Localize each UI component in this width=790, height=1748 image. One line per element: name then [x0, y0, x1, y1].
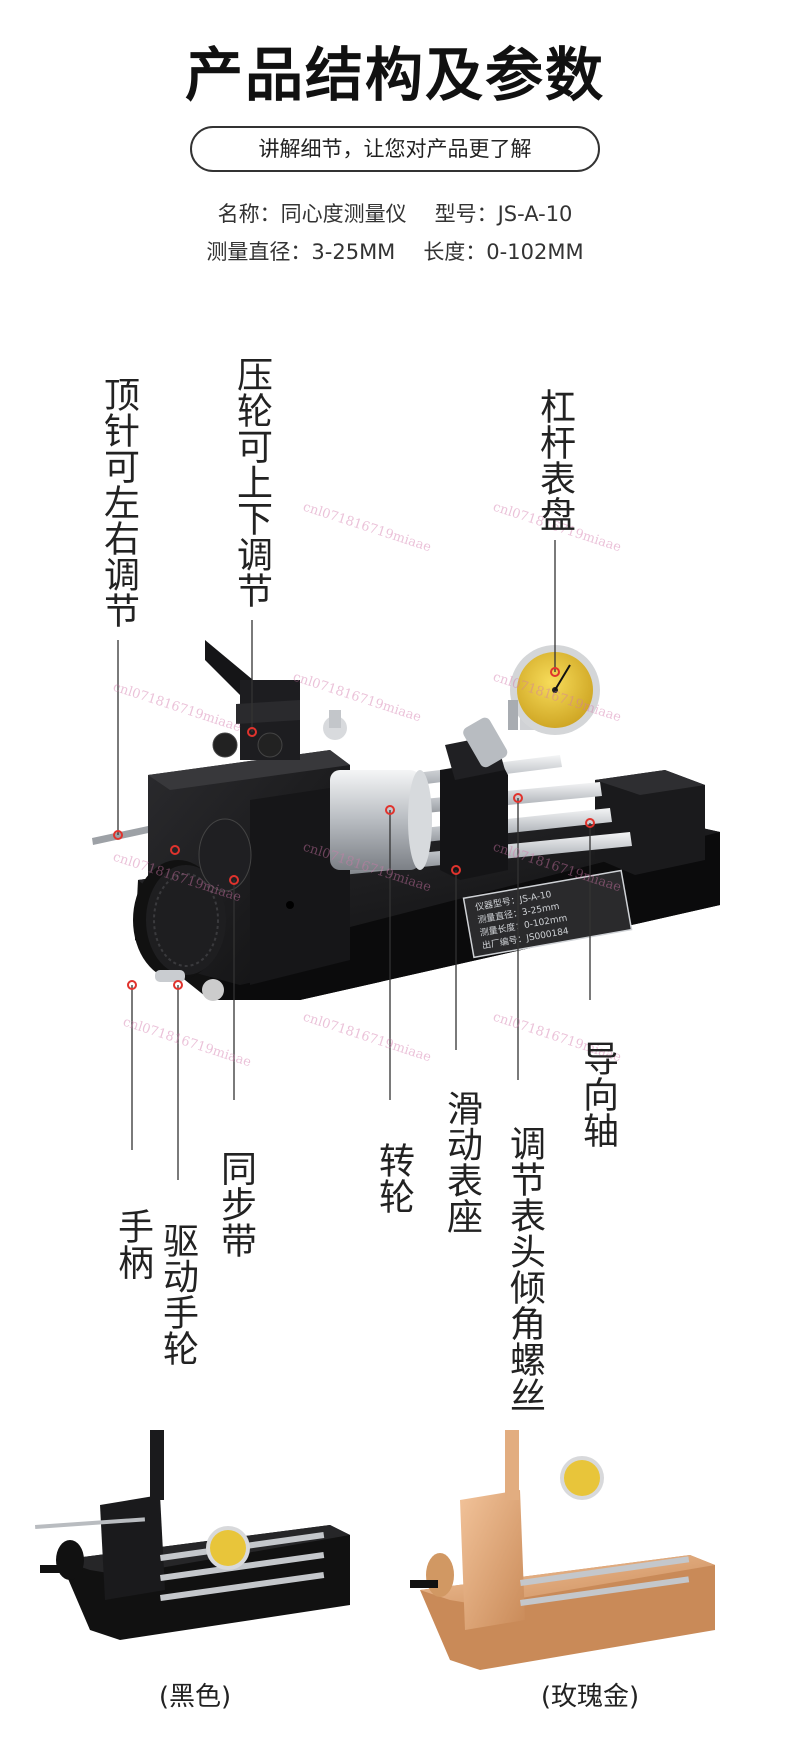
dial-gauge	[463, 645, 600, 768]
press-wheel-bracket	[205, 640, 347, 760]
marker-belt-wheel	[170, 845, 180, 855]
spec-line-2: 测量直径：3-25MM 长度：0-102MM	[0, 236, 790, 266]
marker-runner	[385, 805, 395, 815]
marker-slide-seat	[451, 865, 461, 875]
label-press-wheel: 压轮可上下调节	[231, 356, 272, 608]
spec-line-1: 名称：同心度测量仪 型号：JS-A-10	[0, 198, 790, 228]
marker-tilt-screw	[513, 793, 523, 803]
marker-tailstock	[113, 830, 123, 840]
spec-model: 型号：JS-A-10	[434, 202, 573, 226]
label-dial: 杠杆表盘	[534, 388, 575, 532]
runner-cylinder	[330, 770, 432, 870]
callout-markers	[113, 667, 595, 990]
label-runner: 转轮	[373, 1142, 414, 1214]
label-handle: 手柄	[112, 1208, 153, 1280]
label-drive-wheel: 驱动手轮	[157, 1222, 198, 1366]
spec-name: 名称：同心度测量仪	[217, 202, 407, 226]
variant-label-rose-gold: (玫瑰金)	[540, 1682, 640, 1712]
marker-handle	[127, 980, 137, 990]
variant-black-image	[35, 1430, 350, 1640]
marker-drive-wheel	[173, 980, 183, 990]
callout-lines	[117, 540, 591, 1180]
marker-belt	[229, 875, 239, 885]
drive-wheel	[133, 818, 252, 1001]
label-tilt-screw: 调节表头倾角螺丝	[504, 1125, 545, 1413]
spec-diameter: 测量直径：3-25MM	[206, 240, 396, 264]
variant-label-black: (黑色)	[158, 1682, 232, 1712]
variant-rose-gold-image	[410, 1430, 715, 1670]
subtitle-pill: 讲解细节，让您对产品更了解	[190, 126, 600, 172]
data-plate-text: 仪器型号：JS-A-10 测量直径：3-25mm 测量长度：0-102mm 出厂…	[474, 889, 569, 952]
label-slide-seat: 滑动表座	[441, 1090, 482, 1234]
marker-press-wheel	[247, 727, 257, 737]
right-end-block	[595, 770, 705, 875]
marker-dial	[550, 667, 560, 677]
label-belt: 同步带	[215, 1150, 256, 1258]
label-tailstock: 顶针可左右调节	[98, 376, 139, 628]
marker-guide-shaft	[585, 818, 595, 828]
label-guide-shaft: 导向轴	[577, 1040, 618, 1148]
spec-length: 长度：0-102MM	[423, 240, 584, 264]
page-title: 产品结构及参数	[184, 41, 605, 109]
